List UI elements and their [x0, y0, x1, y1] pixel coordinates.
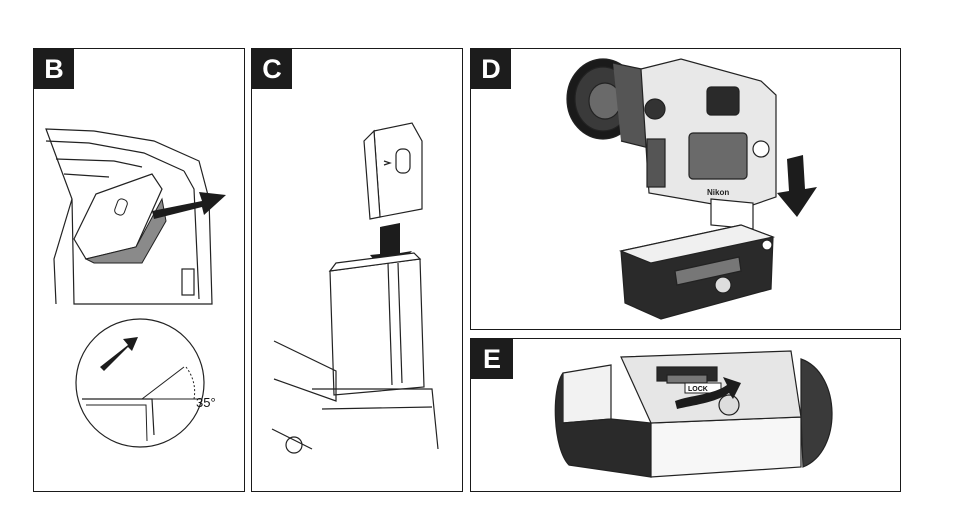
panel-e: E LOCK [470, 338, 901, 492]
panel-c-illustration [252, 49, 463, 492]
panel-d: D Nikon [470, 48, 901, 330]
camera-lens [567, 59, 653, 149]
panel-c: C [251, 48, 463, 492]
camera-body [641, 59, 776, 209]
attach-arrow [777, 155, 817, 217]
camera-brand-label: Nikon [707, 188, 729, 197]
grip-bottom-drawing [555, 351, 832, 477]
panel-e-illustration: LOCK [471, 339, 901, 492]
panel-b: B 35° [33, 48, 245, 492]
battery-drawing [330, 253, 424, 395]
battery-cover-floating [364, 123, 422, 219]
panel-d-illustration: Nikon [471, 49, 901, 330]
battery-grip-drawing [621, 199, 773, 319]
angle-label: 35° [196, 395, 216, 410]
angle-detail-circle [76, 319, 204, 447]
panel-b-illustration [34, 49, 245, 492]
lock-label: LOCK [688, 386, 708, 393]
